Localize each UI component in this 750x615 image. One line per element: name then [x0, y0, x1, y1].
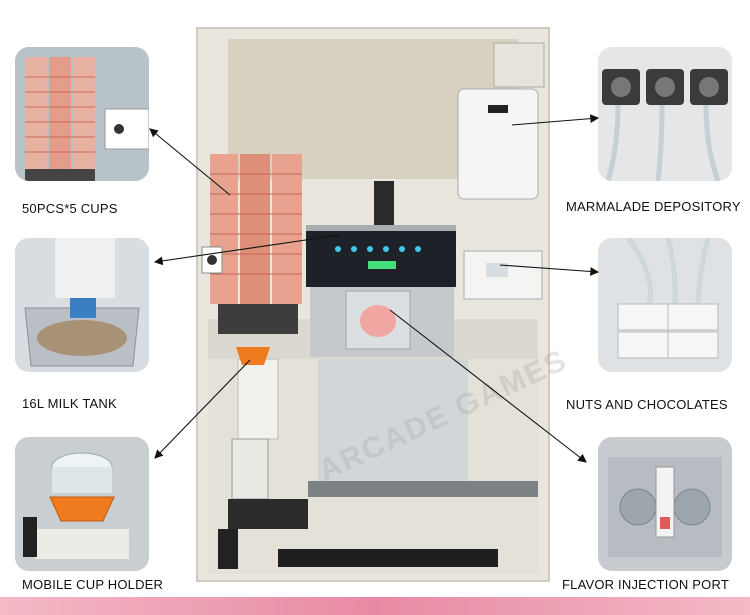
vending-machine-interior: ARCADE GAMES	[196, 27, 573, 582]
bottom-accent-bar	[0, 597, 750, 615]
nuts-label: NUTS AND CHOCOLATES	[566, 397, 728, 412]
cup-holder-thumbnail	[15, 437, 149, 571]
milk-tank-icon	[15, 238, 149, 372]
cups-thumbnail	[15, 47, 149, 181]
cup-holder-label: MOBILE CUP HOLDER	[22, 577, 164, 592]
milk-tank-label: 16L MILK TANK	[22, 396, 117, 411]
topping-bin-icon	[598, 238, 732, 372]
nuts-thumbnail	[598, 238, 732, 372]
marmalade-label: MARMALADE DEPOSITORY	[566, 199, 741, 214]
cup-holder-icon	[15, 437, 149, 571]
milk-tank-thumbnail	[15, 238, 149, 372]
cup-stack-icon	[15, 47, 149, 181]
flavor-thumbnail	[598, 437, 732, 571]
machine-illustration	[198, 29, 548, 580]
marmalade-thumbnail	[598, 47, 732, 181]
nozzle-icon	[598, 437, 732, 571]
flavor-label: FLAVOR INJECTION PORT	[562, 577, 729, 592]
cups-label: 50PCS*5 CUPS	[22, 201, 118, 216]
pump-icon	[598, 47, 732, 181]
